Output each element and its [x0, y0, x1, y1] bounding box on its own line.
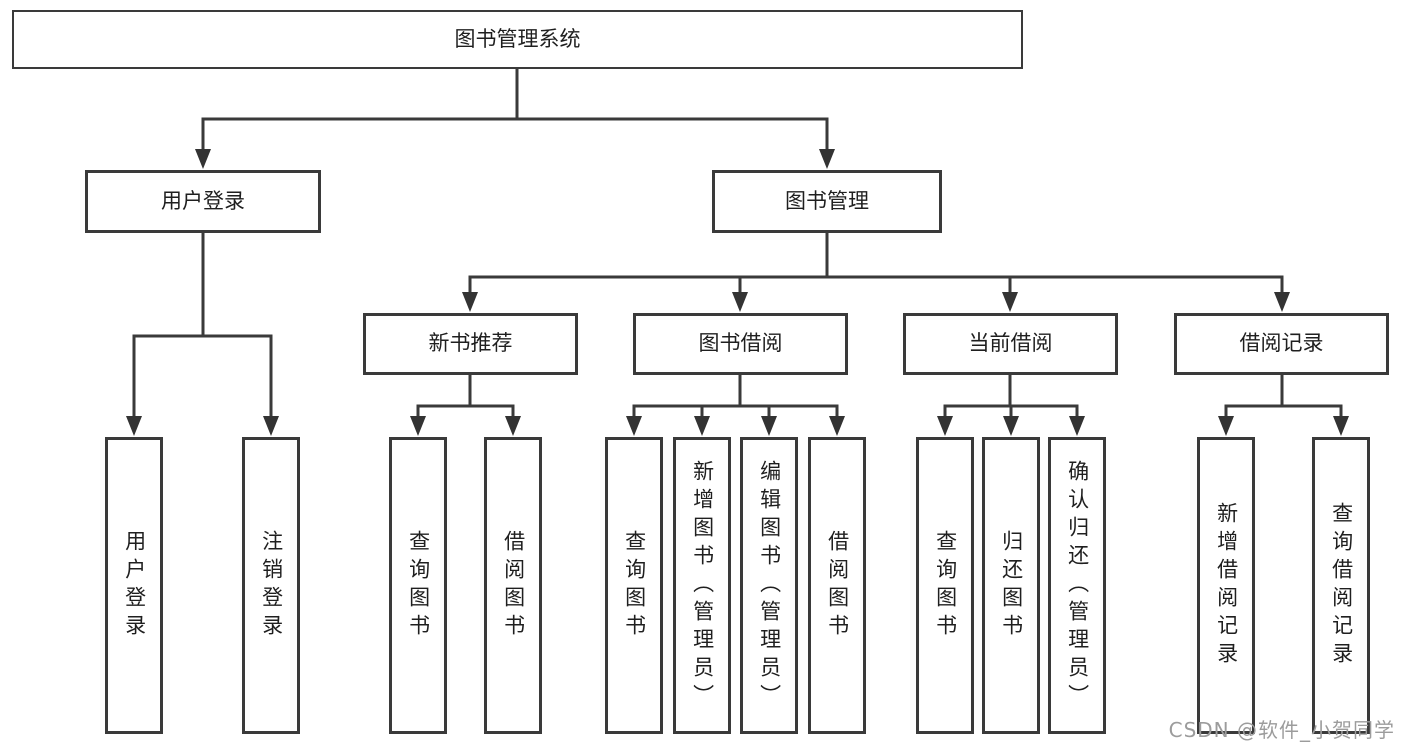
- leaf-br-query-record: 查询借阅记录: [1312, 437, 1370, 734]
- leaf-bb-edit-books-admin: 编辑图书（管理员）: [740, 437, 798, 734]
- node-book-borrow: 图书借阅: [633, 313, 848, 375]
- leaf-cb-return-books: 归还图书: [982, 437, 1040, 734]
- leaf-br-add-record: 新增借阅记录: [1197, 437, 1255, 734]
- leaf-nb-query-books: 查询图书: [389, 437, 447, 734]
- node-book-management: 图书管理: [712, 170, 942, 233]
- leaf-bb-add-books-admin: 新增图书（管理员）: [673, 437, 731, 734]
- leaf-user-login: 用户登录: [105, 437, 163, 734]
- leaf-nb-borrow-books: 借阅图书: [484, 437, 542, 734]
- leaf-cb-query-books: 查询图书: [916, 437, 974, 734]
- leaf-bb-borrow-books: 借阅图书: [808, 437, 866, 734]
- node-library-system: 图书管理系统: [12, 10, 1023, 69]
- leaf-logout: 注销登录: [242, 437, 300, 734]
- node-borrow-records: 借阅记录: [1174, 313, 1389, 375]
- leaf-cb-confirm-return-admin: 确认归还（管理员）: [1048, 437, 1106, 734]
- node-current-borrow: 当前借阅: [903, 313, 1118, 375]
- node-new-book-recommend: 新书推荐: [363, 313, 578, 375]
- node-user-login-branch: 用户登录: [85, 170, 321, 233]
- csdn-watermark: CSDN @软件_小贺同学: [1168, 718, 1395, 742]
- arrowheads: [126, 149, 1349, 436]
- leaf-bb-query-books: 查询图书: [605, 437, 663, 734]
